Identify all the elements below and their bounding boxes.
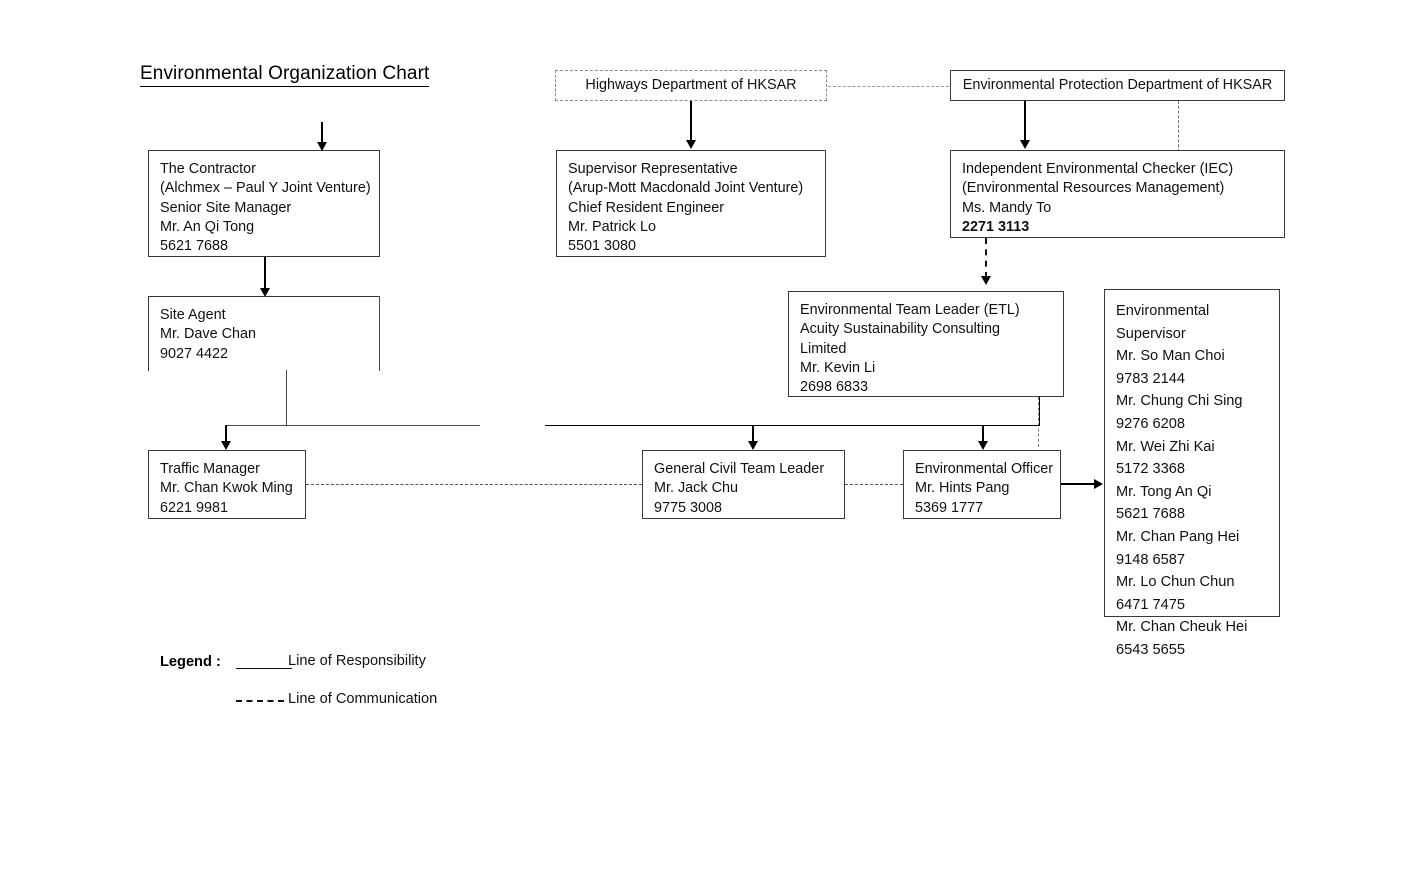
- arrow-to-traffic-manager-icon: [220, 441, 231, 450]
- supervisor-line-2: Supervisor: [1116, 325, 1186, 342]
- arrow-to-site-agent-icon: [259, 288, 270, 297]
- node-environmental-supervisor[interactable]: Environmental Supervisor Mr. So Man Choi…: [1104, 289, 1280, 658]
- line-to-traffic-manager: [225, 425, 228, 447]
- supervisor-name-3: Mr. Wei Zhi Kai: [1116, 438, 1215, 455]
- site-agent-phone: 9027 4422: [160, 345, 229, 362]
- contractor-line-4: Mr. An Qi Tong: [160, 218, 255, 235]
- supervisor-name-1: Mr. So Man Choi: [1116, 348, 1225, 365]
- node-traffic-manager[interactable]: Traffic Manager Mr. Chan Kwok Ming 6221 …: [148, 450, 306, 519]
- supervisor-phone-4: 5621 7688: [1116, 506, 1185, 523]
- site-agent-line-2: Mr. Dave Chan: [160, 326, 256, 343]
- site-agent-right-wall: [378, 296, 380, 371]
- comm-line-traffic-to-general-civil: [306, 484, 642, 485]
- arrow-to-general-civil-team-leader-icon: [747, 441, 758, 450]
- node-highways-department[interactable]: Highways Department of HKSAR: [555, 70, 827, 101]
- line-officer-to-supervisor: [1061, 483, 1095, 486]
- comm-line-general-civil-to-environmental-officer: [845, 484, 903, 485]
- environmental-officer-line-1: Environmental Officer: [915, 461, 1054, 477]
- traffic-manager-line-1: Traffic Manager: [160, 461, 260, 477]
- node-iec[interactable]: Independent Environmental Checker (IEC) …: [950, 150, 1285, 238]
- general-civil-team-leader-line-2: Mr. Jack Chu: [654, 480, 738, 497]
- environmental-officer-line-2: Mr. Hints Pang: [915, 480, 1010, 497]
- supervisor-phone-1: 9783 2144: [1116, 370, 1185, 387]
- iec-line-2: (Environmental Resources Management): [962, 180, 1225, 197]
- supervisor-name-5: Mr. Chan Pang Hei: [1116, 528, 1240, 545]
- supervisor-name-7: Mr. Chan Cheuk Hei: [1116, 619, 1248, 636]
- supervisor-phone-3: 5172 3368: [1116, 461, 1185, 478]
- supervisor-rep-line-2: (Arup-Mott Macdonald Joint Venture): [568, 180, 804, 197]
- legend-responsibility-text: Line of Responsibility: [288, 653, 426, 669]
- iec-phone: 2271 3113: [962, 218, 1030, 235]
- contractor-line-1: The Contractor: [160, 161, 256, 177]
- line-to-contractor: [321, 122, 324, 150]
- bus-left-responsibility: [225, 425, 480, 427]
- line-epd-to-iec: [1024, 101, 1027, 146]
- site-agent-line-1: Site Agent: [160, 307, 226, 323]
- legend-label: Legend :: [160, 654, 221, 670]
- etl-line-4: Mr. Kevin Li: [800, 359, 876, 376]
- bus-right-responsibility: [545, 425, 1040, 427]
- traffic-manager-phone: 6221 9981: [160, 499, 229, 516]
- comm-line-epd-iec: [1178, 101, 1179, 152]
- supervisor-phone-2: 9276 6208: [1116, 415, 1185, 432]
- supervisor-rep-line-1: Supervisor Representative: [568, 161, 738, 177]
- etl-phone: 2698 6833: [800, 379, 869, 396]
- arrow-officer-to-supervisor-icon: [1094, 479, 1103, 489]
- arrow-to-contractor-icon: [316, 142, 327, 151]
- supervisor-phone-7: 6543 5655: [1116, 641, 1185, 658]
- supervisor-name-4: Mr. Tong An Qi: [1116, 483, 1212, 500]
- supervisor-line-1: Environmental: [1116, 303, 1210, 319]
- node-supervisor-representative[interactable]: Supervisor Representative (Arup-Mott Mac…: [556, 150, 826, 257]
- arrow-iec-to-etl-icon: [980, 276, 991, 285]
- etl-line-3: Limited: [800, 340, 847, 357]
- traffic-manager-line-2: Mr. Chan Kwok Ming: [160, 480, 293, 497]
- line-to-environmental-officer: [982, 425, 985, 447]
- environmental-officer-phone: 5369 1777: [915, 499, 984, 516]
- legend-responsibility-swatch: [236, 668, 292, 669]
- legend-communication-text: Line of Communication: [288, 691, 438, 707]
- supervisor-name-6: Mr. Lo Chun Chun: [1116, 574, 1235, 591]
- general-civil-team-leader-line-1: General Civil Team Leader: [654, 461, 825, 477]
- node-environmental-officer[interactable]: Environmental Officer Mr. Hints Pang 536…: [903, 450, 1061, 519]
- contractor-phone: 5621 7688: [160, 238, 229, 255]
- line-contractor-to-site-agent: [264, 257, 267, 294]
- line-to-general-civil-team-leader: [752, 425, 755, 447]
- contractor-line-2: (Alchmex – Paul Y Joint Venture): [160, 180, 371, 197]
- riser-etl-to-bus: [1038, 397, 1040, 426]
- etl-line-1: Environmental Team Leader (ETL): [800, 302, 1020, 318]
- contractor-line-3: Senior Site Manager: [160, 199, 292, 216]
- page-title: Environmental Organization Chart: [140, 63, 430, 87]
- node-general-civil-team-leader[interactable]: General Civil Team Leader Mr. Jack Chu 9…: [642, 450, 845, 519]
- line-site-agent-stem: [286, 370, 288, 426]
- node-contractor[interactable]: The Contractor (Alchmex – Paul Y Joint V…: [148, 150, 380, 257]
- epd-label: Environmental Protection Department of H…: [962, 77, 1273, 93]
- arrow-to-supervisor-rep-icon: [685, 140, 696, 149]
- supervisor-rep-line-3: Chief Resident Engineer: [568, 199, 724, 216]
- supervisor-phone-5: 9148 6587: [1116, 551, 1185, 568]
- supervisor-rep-phone: 5501 3080: [568, 238, 637, 255]
- highways-department-label: Highways Department of HKSAR: [585, 77, 797, 93]
- supervisor-phone-6: 6471 7475: [1116, 596, 1185, 613]
- arrow-to-environmental-officer-icon: [977, 441, 988, 450]
- iec-line-1: Independent Environmental Checker (IEC): [962, 161, 1234, 177]
- node-environmental-team-leader[interactable]: Environmental Team Leader (ETL) Acuity S…: [788, 291, 1064, 397]
- supervisor-name-2: Mr. Chung Chi Sing: [1116, 393, 1243, 410]
- iec-line-3: Ms. Mandy To: [962, 199, 1052, 216]
- supervisor-rep-line-4: Mr. Patrick Lo: [568, 218, 656, 235]
- arrow-to-iec-icon: [1019, 140, 1030, 149]
- node-environmental-protection-department[interactable]: Environmental Protection Department of H…: [950, 70, 1285, 101]
- comm-line-etl-to-environmental-officer: [1038, 397, 1039, 447]
- legend-communication-swatch: [236, 700, 284, 702]
- node-site-agent[interactable]: Site Agent Mr. Dave Chan 9027 4422: [148, 296, 380, 371]
- general-civil-team-leader-phone: 9775 3008: [654, 499, 723, 516]
- line-hyd-to-supervisor-rep: [690, 101, 693, 146]
- etl-line-2: Acuity Sustainability Consulting: [800, 321, 1000, 338]
- comm-line-iec-to-etl: [985, 238, 987, 278]
- comm-line-hyd-epd: [828, 86, 949, 87]
